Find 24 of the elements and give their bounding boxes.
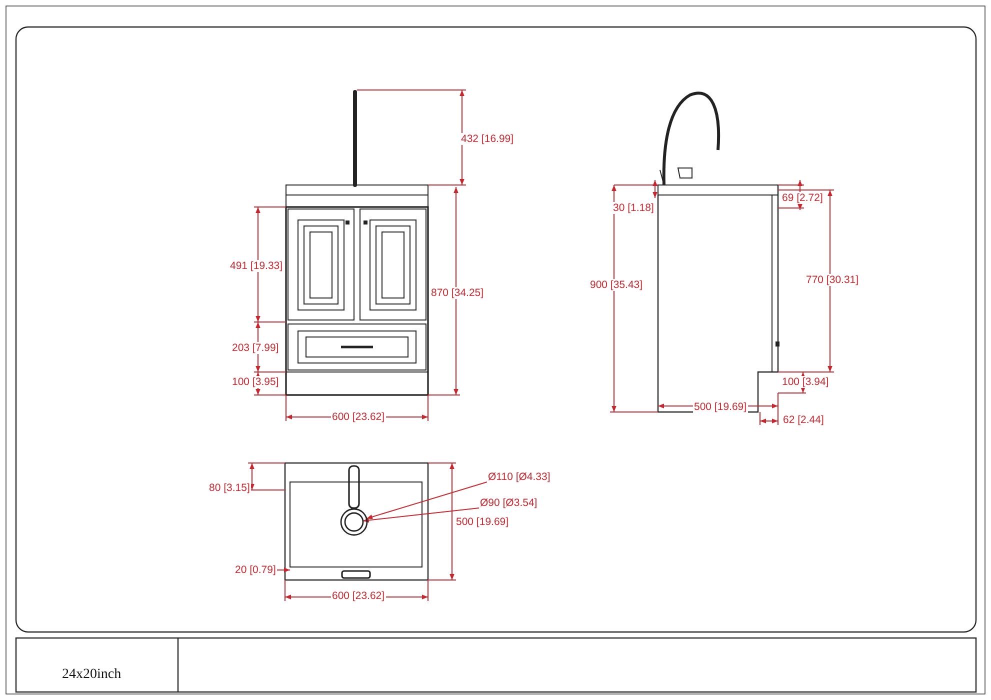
dimension-label: 600 [23.62] [331,411,386,423]
drain-outer-ring [340,508,368,536]
dimension-label: 69 [2.72] [781,192,824,204]
dimension-label: 30 [1.18] [612,202,655,214]
drain-inner-ring [344,512,364,532]
dimension-label: 20 [0.79] [234,564,277,576]
dimension-label: 500 [19.69] [455,516,510,528]
dimension-label: Ø90 [Ø3.54] [479,497,538,509]
dimension-label: 770 [30.31] [805,274,860,286]
dimension-label: 203 [7.99] [231,342,280,354]
dimension-label: 600 [23.62] [331,590,386,602]
dimension-label: 80 [3.15] [208,482,251,494]
dimension-label: 62 [2.44] [782,414,825,426]
leader-line [362,508,480,523]
dimension-label: 491 [19.33] [229,260,284,272]
dimension-label: Ø110 [Ø4.33] [487,471,552,483]
dimension-label: 100 [3.95] [231,376,280,388]
dimension-label: 870 [34.25] [430,287,485,299]
size-text: 24x20inch [62,667,122,683]
dimension-label: 900 [35.43] [589,279,644,291]
leader-line [366,482,488,520]
dimension-label: 432 [16.99] [460,133,515,145]
dimension-label: 500 [19.69] [693,401,748,413]
dimension-label: 100 [3.94] [781,376,830,388]
